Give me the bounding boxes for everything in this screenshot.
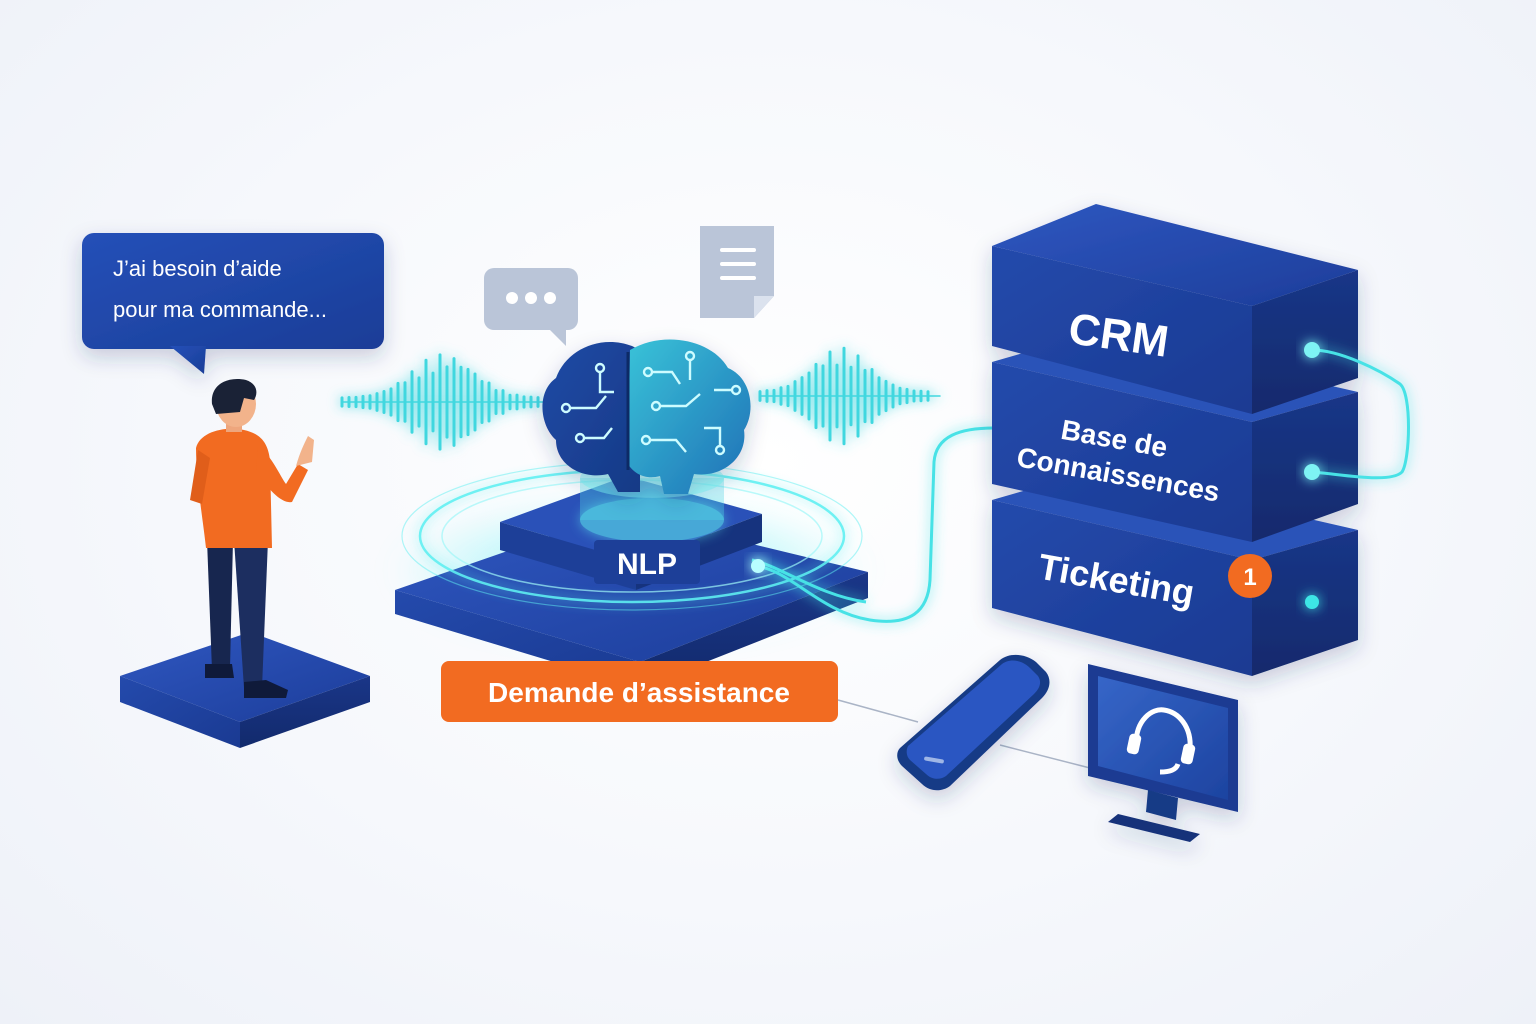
person-figure xyxy=(190,379,314,698)
speech-bubble-line2: pour ma commande... xyxy=(113,297,327,322)
chat-dots-icon xyxy=(484,268,578,346)
speech-bubble-line1: J’ai besoin d’aide xyxy=(113,256,282,281)
sound-wave-right xyxy=(758,346,941,446)
request-label: Demande d’assistance xyxy=(488,677,790,708)
sound-wave-left xyxy=(340,353,546,451)
ticket-badge-count: 1 xyxy=(1243,564,1256,591)
crm-block xyxy=(992,204,1358,414)
connector-line xyxy=(837,699,919,723)
document-icon xyxy=(700,226,774,318)
nlp-label: NLP xyxy=(617,548,677,581)
speech-bubble xyxy=(82,233,384,374)
monitor-headset-icon xyxy=(1088,664,1238,842)
nlp-label-box xyxy=(594,540,700,584)
circuit-brain-icon xyxy=(542,339,751,494)
request-label-box xyxy=(441,661,838,722)
ticket-badge xyxy=(1228,554,1272,598)
cable-crm-to-kb xyxy=(1311,348,1410,480)
smartphone-icon xyxy=(897,654,1050,791)
connector-line-2 xyxy=(999,744,1091,769)
port-lights xyxy=(1304,342,1320,609)
server-stack xyxy=(992,204,1358,676)
cable-node xyxy=(751,559,765,573)
